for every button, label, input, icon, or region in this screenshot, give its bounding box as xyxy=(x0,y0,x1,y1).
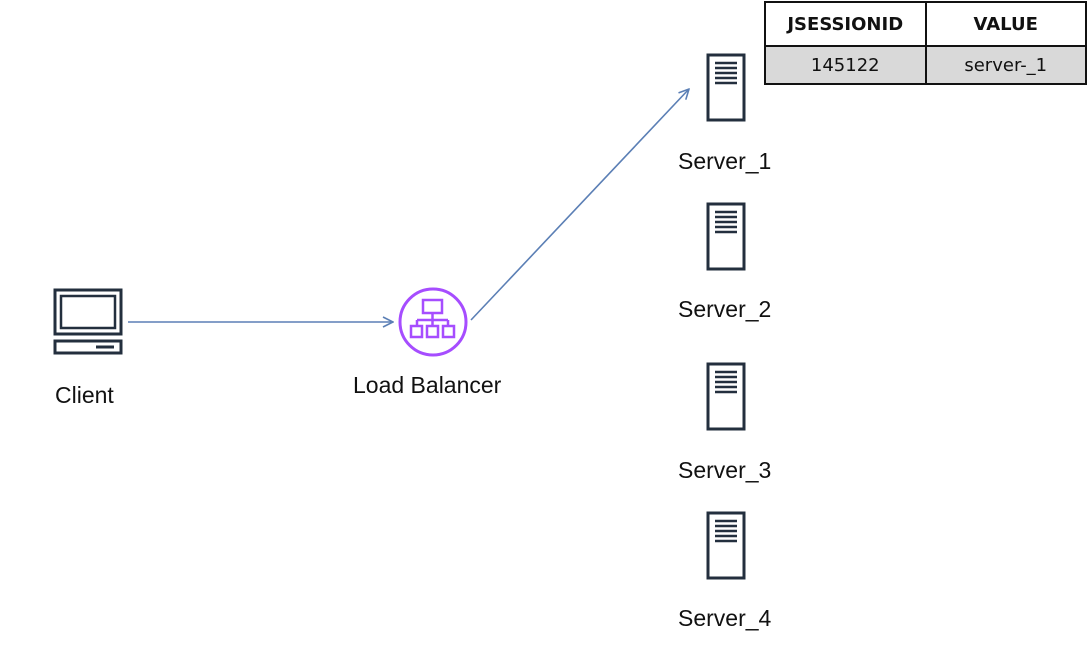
table-row: 145122 server-_1 xyxy=(764,45,1087,85)
server-3-label: Server_3 xyxy=(678,457,772,483)
server-3-icon xyxy=(706,362,746,431)
server-1-label: Server_1 xyxy=(678,148,772,174)
server-2-label: Server_2 xyxy=(678,296,772,322)
server-1-icon xyxy=(706,53,746,122)
server-4-label: Server_4 xyxy=(678,605,772,631)
load-balancer-icon xyxy=(398,287,468,357)
session-table-header-row: JSESSIONID VALUE xyxy=(764,1,1087,47)
load-balancer-label: Load Balancer xyxy=(353,372,502,398)
edge-load-balancer-to-server-1 xyxy=(470,89,689,321)
session-table: JSESSIONID VALUE 145122 server-_1 xyxy=(764,1,1087,85)
server-2-icon xyxy=(706,202,746,271)
client-label: Client xyxy=(55,382,114,408)
client-computer-icon xyxy=(53,288,123,355)
column-header-jsessionid: JSESSIONID xyxy=(764,1,927,47)
server-4-icon xyxy=(706,511,746,580)
value-cell: server-_1 xyxy=(924,45,1087,85)
jsessionid-cell: 145122 xyxy=(764,45,927,85)
column-header-value: VALUE xyxy=(924,1,1087,47)
